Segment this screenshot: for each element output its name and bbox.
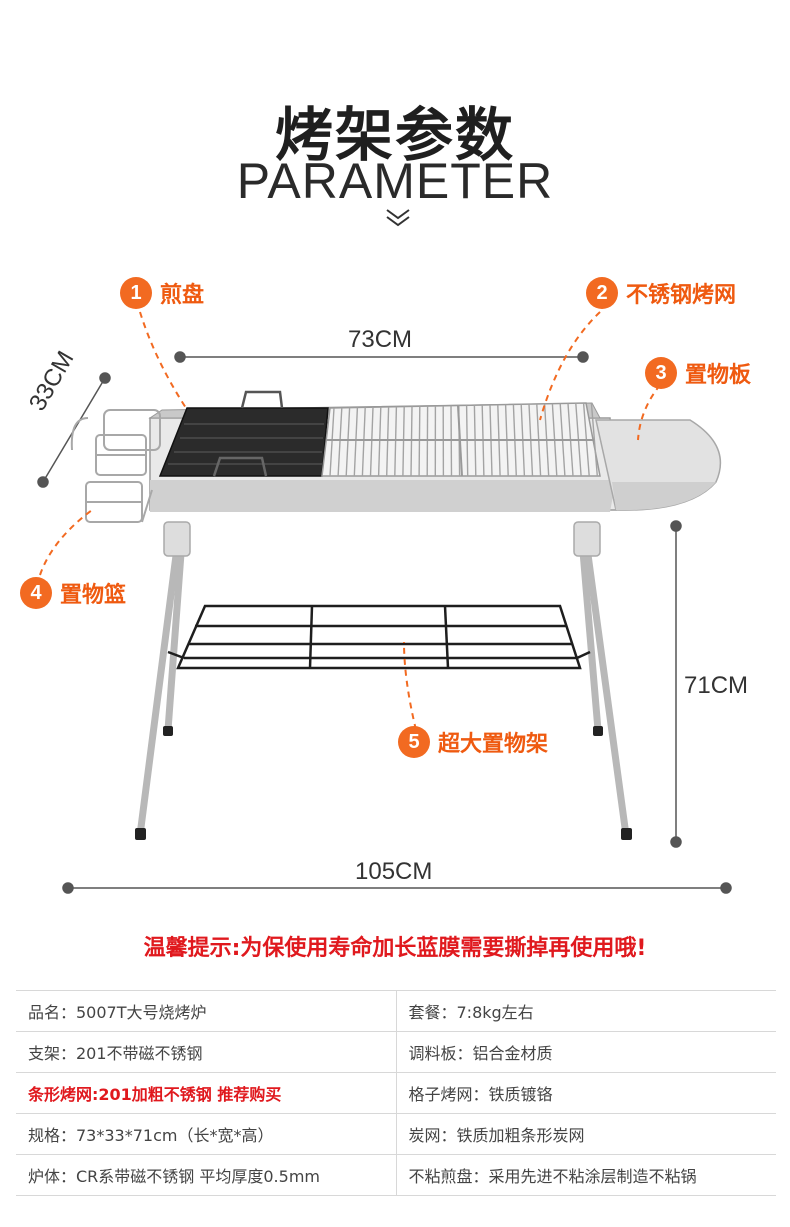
spec-cell: 品名：5007T大号烧烤炉 (28, 1003, 207, 1022)
callout-label: 置物板 (685, 363, 752, 388)
callout-number: 3 (645, 357, 677, 389)
table-row: 品名：5007T大号烧烤炉 套餐：7:8kg左右 (16, 991, 776, 1032)
griddle-pan (158, 390, 329, 477)
spec-cell-highlight: 条形烤网:201加粗不锈钢 推荐购买 (28, 1085, 282, 1104)
grill-grate (321, 402, 601, 477)
callout-number: 1 (120, 277, 152, 309)
table-row: 支架：201不带磁不锈钢 调料板：铝合金材质 (16, 1032, 776, 1073)
spec-table: 品名：5007T大号烧烤炉 套餐：7:8kg左右 支架：201不带磁不锈钢 调料… (16, 990, 776, 1196)
table-row: 条形烤网:201加粗不锈钢 推荐购买 格子烤网：铁质镀铬 (16, 1073, 776, 1114)
table-row: 炉体：CR系带磁不锈钢 平均厚度0.5mm 不粘煎盘：采用先进不粘涂层制造不粘锅 (16, 1155, 776, 1196)
spec-cell: 炉体：CR系带磁不锈钢 平均厚度0.5mm (28, 1167, 320, 1186)
dimension-line-depth (37, 372, 111, 488)
notice-text: 温馨提示:为保使用寿命加长蓝膜需要撕掉再使用哦! (143, 936, 647, 961)
page-title: 烤架参数 (274, 101, 515, 169)
callout-label: 超大置物架 (438, 732, 549, 757)
callout-side-board: 3 置物板 (645, 357, 751, 389)
callout-number: 5 (398, 726, 430, 758)
callout-number: 2 (586, 277, 618, 309)
dimension-height-label: 71CM (684, 672, 749, 699)
spec-cell: 支架：201不带磁不锈钢 (28, 1044, 203, 1063)
dimension-line-width (174, 351, 589, 363)
spec-cell: 不粘煎盘：采用先进不粘涂层制造不粘锅 (395, 1155, 777, 1195)
chevron-down-icon (386, 209, 410, 227)
side-board (595, 419, 722, 511)
spec-cell: 格子烤网：铁质镀铬 (395, 1073, 777, 1113)
table-row: 规格：73*33*71cm（长*宽*高） 炭网：铁质加粗条形炭网 (16, 1114, 776, 1155)
spec-cell: 调料板：铝合金材质 (395, 1032, 777, 1072)
callout-label: 不锈钢烤网 (626, 283, 737, 308)
dimension-line-height (670, 520, 682, 848)
spec-cell: 规格：73*33*71cm（长*宽*高） (28, 1126, 274, 1145)
callout-label: 煎盘 (160, 283, 205, 308)
storage-basket (70, 409, 161, 523)
grill-illustration (37, 311, 732, 894)
grill-legs (136, 536, 630, 839)
dimension-line-length (62, 882, 732, 894)
spec-cell: 套餐：7:8kg左右 (395, 991, 777, 1031)
page-subtitle: PARAMETER (236, 153, 554, 209)
callout-griddle: 1 煎盘 (120, 277, 204, 309)
callout-grill-grate: 2 不锈钢烤网 (586, 277, 736, 309)
spec-cell: 炭网：铁质加粗条形炭网 (395, 1114, 777, 1154)
dimension-length-label: 105CM (355, 858, 433, 885)
storage-shelf (167, 604, 591, 670)
callout-number: 4 (20, 577, 52, 609)
callout-label: 置物篮 (60, 583, 127, 608)
callout-shelf: 5 超大置物架 (398, 726, 548, 758)
dimension-width-label: 73CM (348, 326, 413, 353)
callout-basket: 4 置物篮 (20, 577, 126, 609)
